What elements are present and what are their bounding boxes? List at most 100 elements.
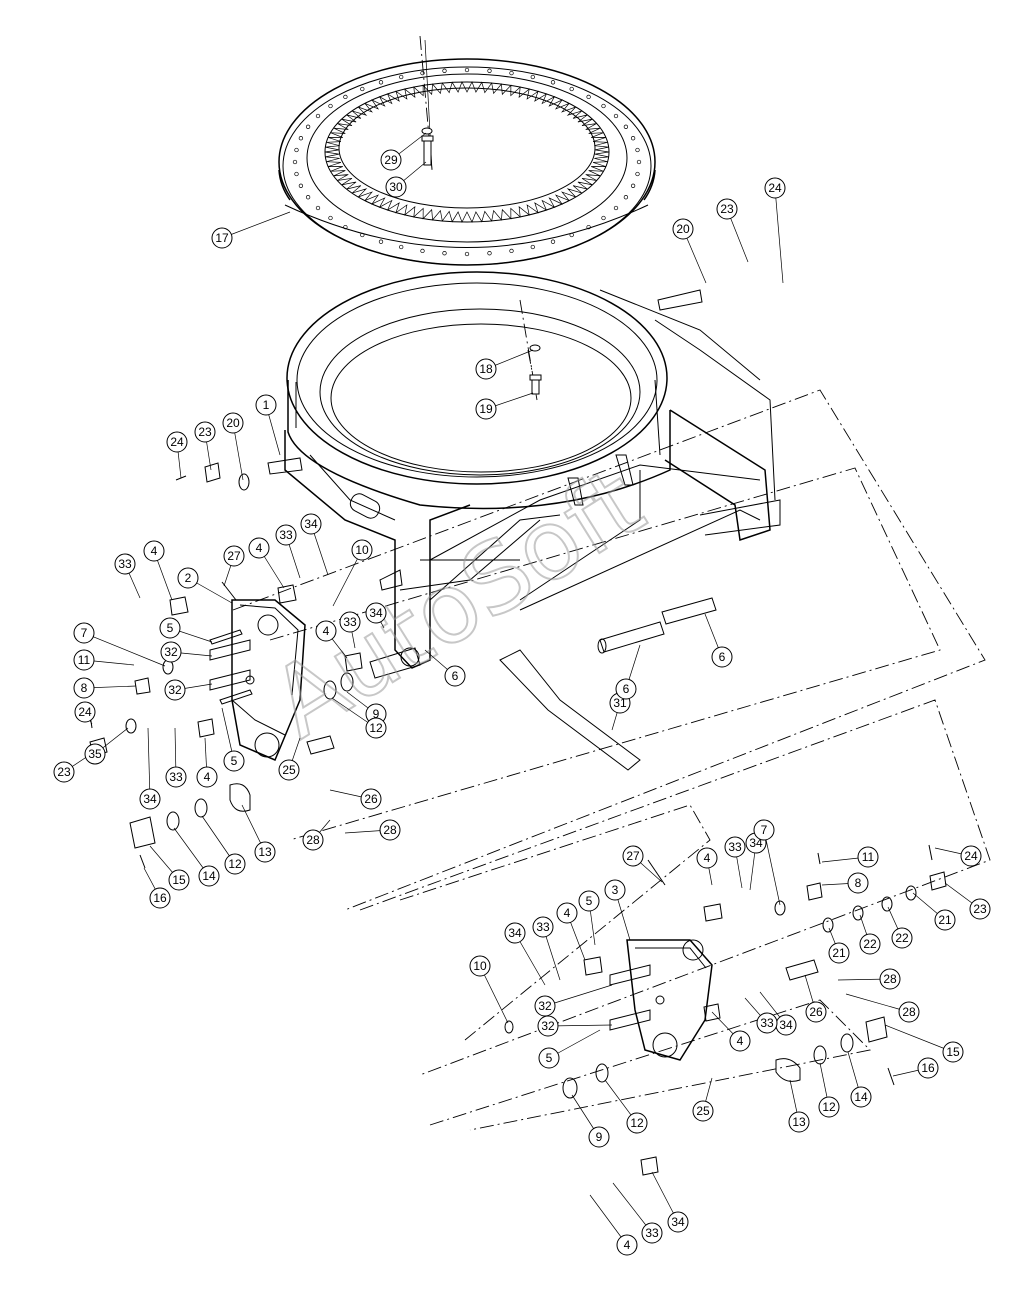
callout-33: 33 [756,1012,778,1034]
callout-26: 26 [805,1001,827,1023]
callout-12: 12 [224,853,246,875]
callout-circle [211,227,233,249]
callout-circle [588,1126,610,1148]
callout-14: 14 [850,1086,872,1108]
callout-28: 28 [379,819,401,841]
callout-circle [223,750,245,772]
callout-number: 19 [479,402,493,416]
callout-4: 4 [248,537,270,559]
callout-number: 12 [822,1100,836,1114]
leader-line [147,727,151,800]
callout-4: 4 [696,847,718,869]
callout-circle [165,766,187,788]
callout-circle [300,513,322,535]
callout-number: 33 [118,557,132,571]
callout-number: 34 [671,1215,685,1229]
callout-22: 22 [859,933,881,955]
bolt-hole [630,136,636,141]
callout-circle [84,743,106,765]
callout-number: 16 [153,891,167,905]
callout-circle [934,909,956,931]
callout-number: 23 [57,765,71,779]
callout-number: 4 [737,1034,744,1048]
callout-24: 24 [960,845,982,867]
leader-line [612,1182,653,1234]
callout-circle [149,887,171,909]
leader-line [83,632,166,667]
callout-13: 13 [254,841,276,863]
bolt-hole [636,159,642,165]
callout-number: 28 [902,1005,916,1019]
callout-number: 11 [862,850,875,864]
callout-number: 8 [81,681,88,695]
callout-4: 4 [196,766,218,788]
slewing-ring [278,58,656,266]
bolt-hole [343,94,348,100]
bolt-hole [420,70,425,76]
bolt-hole [586,224,591,230]
callout-circle [379,819,401,841]
callout-circle [626,1112,648,1134]
callout-8: 8 [847,872,869,894]
callout-circle [532,916,554,938]
callout-number: 34 [508,926,522,940]
callout-27: 27 [622,845,644,867]
callout-circle [753,819,775,841]
callout-34: 34 [775,1014,797,1036]
callout-circle [578,890,600,912]
callout-circle [859,933,881,955]
callout-circle [818,1096,840,1118]
callout-circle [942,1041,964,1063]
callout-20: 20 [672,218,694,240]
callout-circle [615,678,637,700]
bolt-hole [360,86,365,92]
callout-circle [73,677,95,699]
bolt-hole [315,113,321,119]
callout-circle [166,431,188,453]
callout-number: 32 [164,645,178,659]
callout-22: 22 [891,927,913,949]
callout-number: 24 [964,849,978,863]
callout-number: 20 [226,416,240,430]
callout-34: 34 [139,788,161,810]
callout-number: 14 [854,1090,868,1104]
callout-circle [504,922,526,944]
callout-circle [696,847,718,869]
callout-number: 6 [623,682,630,696]
callout-number: 9 [596,1130,603,1144]
callout-6: 6 [711,646,733,668]
callout-circle [143,540,165,562]
callout-number: 3 [612,883,619,897]
bolt-hole [613,205,619,211]
callout-circle [917,1057,939,1079]
leader-line [774,187,784,284]
callout-34: 34 [365,602,387,624]
callout-number: 7 [761,823,768,837]
callout-number: 28 [883,972,897,986]
watermark: AutoSoft [253,446,662,759]
leader-line [547,1024,613,1027]
callout-circle [278,759,300,781]
callout-circle [724,836,746,858]
callout-4: 4 [616,1234,638,1256]
bolt-hole [315,205,321,211]
callout-number: 11 [78,653,91,667]
callout-number: 28 [306,833,320,847]
callout-circle [756,1012,778,1034]
bolt-hole [613,113,619,119]
callout-number: 27 [227,549,241,563]
callout-circle [764,177,786,199]
callout-33: 33 [532,916,554,938]
callout-layer: 2930171819202324124232010272433334345327… [53,149,991,1256]
leader-line [544,984,613,1007]
callout-number: 18 [479,362,493,376]
callout-circle [960,845,982,867]
callout-number: 4 [624,1238,631,1252]
bolt-hole [442,68,447,73]
callout-circle [339,611,361,633]
callout-1: 1 [255,394,277,416]
bolt-hole [550,239,556,244]
callout-26: 26 [360,788,382,810]
callout-number: 24 [170,435,184,449]
callout-8: 8 [73,677,95,699]
